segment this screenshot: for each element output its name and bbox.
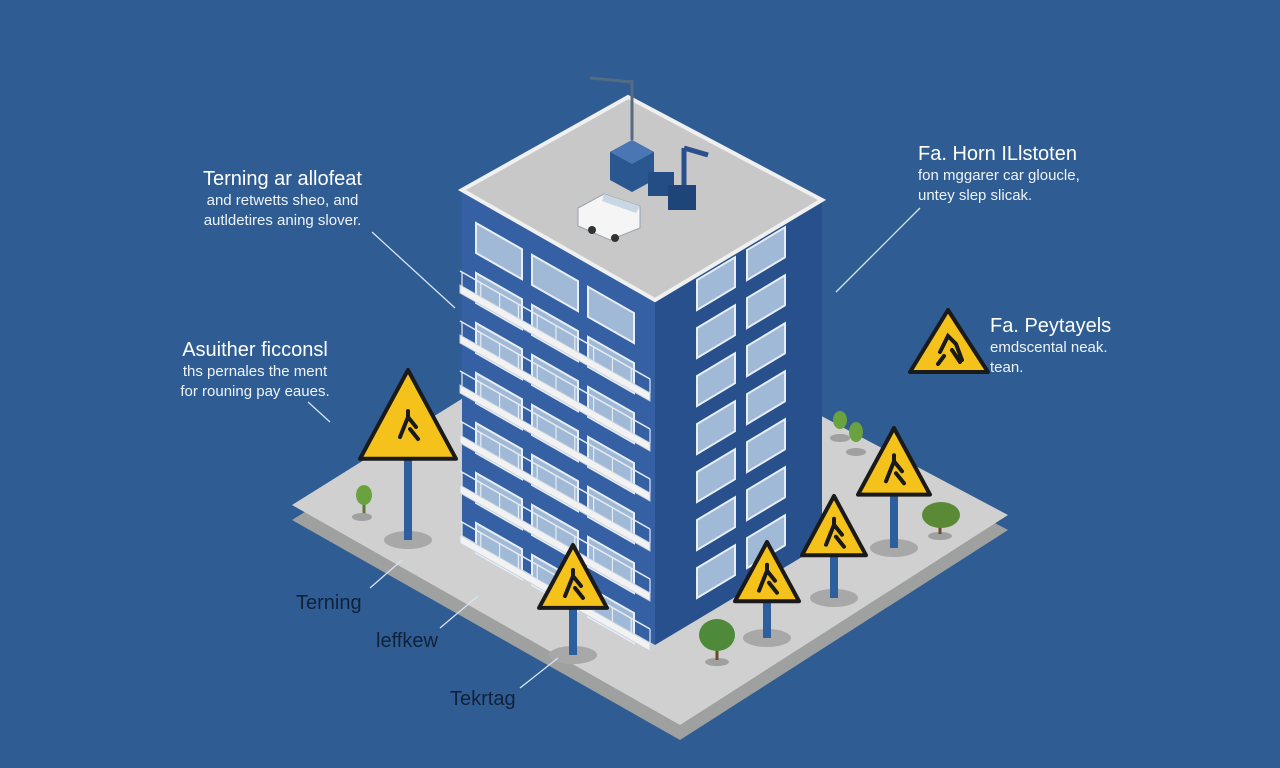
window <box>696 495 736 552</box>
balcony <box>459 384 651 502</box>
window <box>587 285 635 345</box>
annotation-line: autldetires aning slover. <box>203 212 362 229</box>
warning-sign-icon <box>908 308 990 374</box>
annotation-mid-left: Asuither ficconsl ths pernales the ment … <box>140 338 370 402</box>
tree-icon <box>352 485 372 521</box>
tree-icon <box>922 502 960 540</box>
building <box>457 76 827 652</box>
window <box>746 465 786 522</box>
annotation-line: tean. <box>990 359 1024 376</box>
annotation-top-left: Terning ar allofeat and retwetts sheo, a… <box>170 167 395 231</box>
annotation-title: Asuither ficconsl <box>182 339 328 361</box>
warning-sign-icon <box>358 368 458 549</box>
window <box>746 321 786 378</box>
roof-equipment <box>577 76 709 242</box>
window <box>696 351 736 408</box>
annotation-title: Terning ar allofeat <box>203 168 362 190</box>
window <box>696 447 736 504</box>
ground-label-second: leffkew <box>376 630 438 652</box>
warning-sign-icon <box>856 426 932 557</box>
annotation-top-right: Fa. Horn ILlstoten fon mggarer car glouc… <box>918 142 1138 206</box>
window <box>696 303 736 360</box>
window <box>696 543 736 600</box>
ground-label-first: Terning <box>296 592 362 614</box>
ground-label-third: Tekrtag <box>450 688 516 710</box>
balcony <box>459 334 651 452</box>
window <box>475 221 523 281</box>
tree-icon <box>699 619 735 666</box>
warning-sign-icon <box>537 543 609 664</box>
balcony <box>459 484 651 602</box>
van-icon <box>577 193 641 242</box>
leader-lines <box>307 207 921 689</box>
window <box>746 369 786 426</box>
annotation-line: for rouning pay eaues. <box>180 383 330 400</box>
annotation-title: Fa. Peytayels <box>990 315 1112 337</box>
annotation-line: emdscental neak. <box>990 339 1108 356</box>
window <box>746 273 786 330</box>
window <box>746 417 786 474</box>
annotation-line: and retwetts sheo, and <box>206 192 359 209</box>
right-face-windows <box>696 225 786 600</box>
warning-sign-icon <box>800 494 868 607</box>
balconies <box>459 270 651 652</box>
balcony <box>459 434 651 552</box>
annotation-line: ths pernales the ment <box>182 363 328 380</box>
warning-sign-icon <box>733 540 801 647</box>
annotation-line: fon mggarer car gloucle, <box>918 167 1080 184</box>
tree-icon <box>830 411 866 456</box>
annotation-line: untey slep slicak. <box>918 187 1033 204</box>
window <box>746 225 786 282</box>
window <box>531 253 579 313</box>
annotation-title: Fa. Horn ILlstoten <box>918 143 1077 165</box>
balcony <box>459 284 651 402</box>
window <box>696 255 736 312</box>
annotation-mid-right: Fa. Peytayels emdscental neak. tean. <box>990 314 1170 378</box>
window <box>696 399 736 456</box>
